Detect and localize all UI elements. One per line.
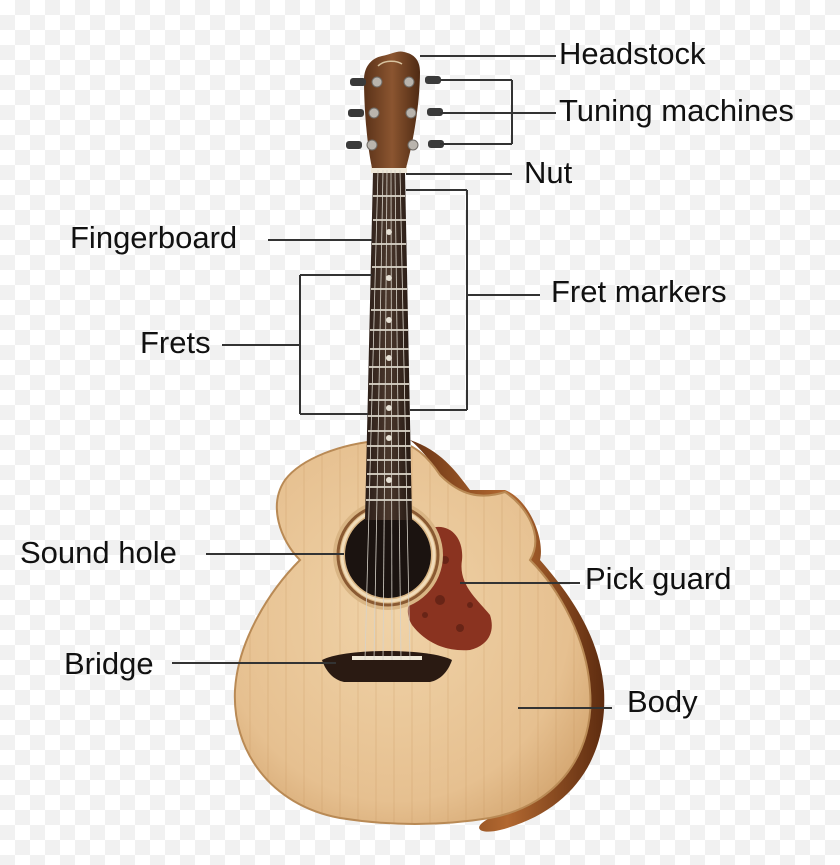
- label-body: Body: [627, 684, 698, 719]
- tuning-machines: [346, 76, 444, 151]
- label-pick-guard: Pick guard: [585, 561, 732, 596]
- frets: [366, 195, 412, 501]
- strings: [364, 169, 411, 661]
- guitar-top: [233, 438, 592, 825]
- label-headstock: Headstock: [559, 36, 706, 71]
- label-nut: Nut: [524, 155, 573, 190]
- bridge: [322, 651, 452, 682]
- leader-lines: [172, 55, 612, 709]
- fingerboard: [365, 172, 412, 520]
- label-fingerboard: Fingerboard: [70, 220, 238, 255]
- label-sound-hole: Sound hole: [20, 535, 177, 570]
- nut: [371, 166, 407, 173]
- label-frets: Frets: [140, 325, 211, 360]
- label-bridge: Bridge: [64, 646, 154, 681]
- label-fret-markers: Fret markers: [551, 274, 727, 309]
- label-tuning-machines: Tuning machines: [559, 93, 794, 128]
- fret-markers: [386, 229, 392, 483]
